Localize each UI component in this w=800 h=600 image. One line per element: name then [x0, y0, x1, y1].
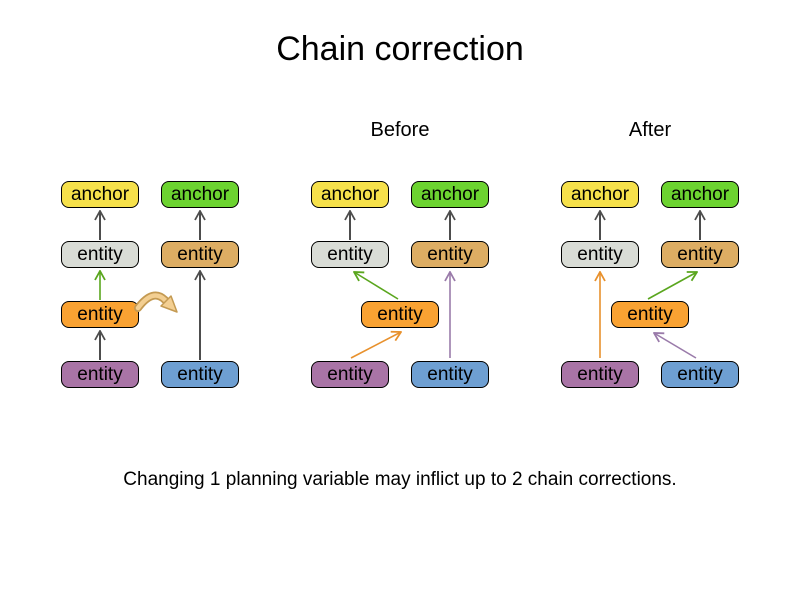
node-entity: entity [611, 301, 689, 328]
curved-move-arrow [134, 291, 169, 312]
node-entity: entity [161, 241, 239, 268]
caption-text: Changing 1 planning variable may inflict… [123, 469, 677, 490]
node-anchor: anchor [661, 181, 739, 208]
node-entity: entity [161, 361, 239, 388]
arrow [350, 332, 401, 359]
node-entity: entity [311, 241, 389, 268]
node-entity: entity [311, 361, 389, 388]
arrow [654, 333, 697, 359]
arrow [354, 272, 399, 300]
node-entity: entity [561, 361, 639, 388]
node-entity: entity [661, 241, 739, 268]
curved-move-arrow-head [160, 295, 178, 313]
node-anchor: anchor [161, 181, 239, 208]
node-entity: entity [661, 361, 739, 388]
node-anchor: anchor [61, 181, 139, 208]
group-label-before: Before [370, 119, 430, 141]
node-entity: entity [411, 241, 489, 268]
page-title: Chain correction [276, 30, 524, 68]
node-entity: entity [61, 241, 139, 268]
node-anchor: anchor [311, 181, 389, 208]
node-entity: entity [361, 301, 439, 328]
node-entity: entity [561, 241, 639, 268]
group-label-after: After [628, 119, 672, 141]
curved-move-arrow-fill [135, 293, 168, 311]
node-entity: entity [61, 361, 139, 388]
node-anchor: anchor [561, 181, 639, 208]
node-anchor: anchor [411, 181, 489, 208]
node-entity: entity [411, 361, 489, 388]
node-entity: entity [61, 301, 139, 328]
arrow [647, 272, 697, 300]
